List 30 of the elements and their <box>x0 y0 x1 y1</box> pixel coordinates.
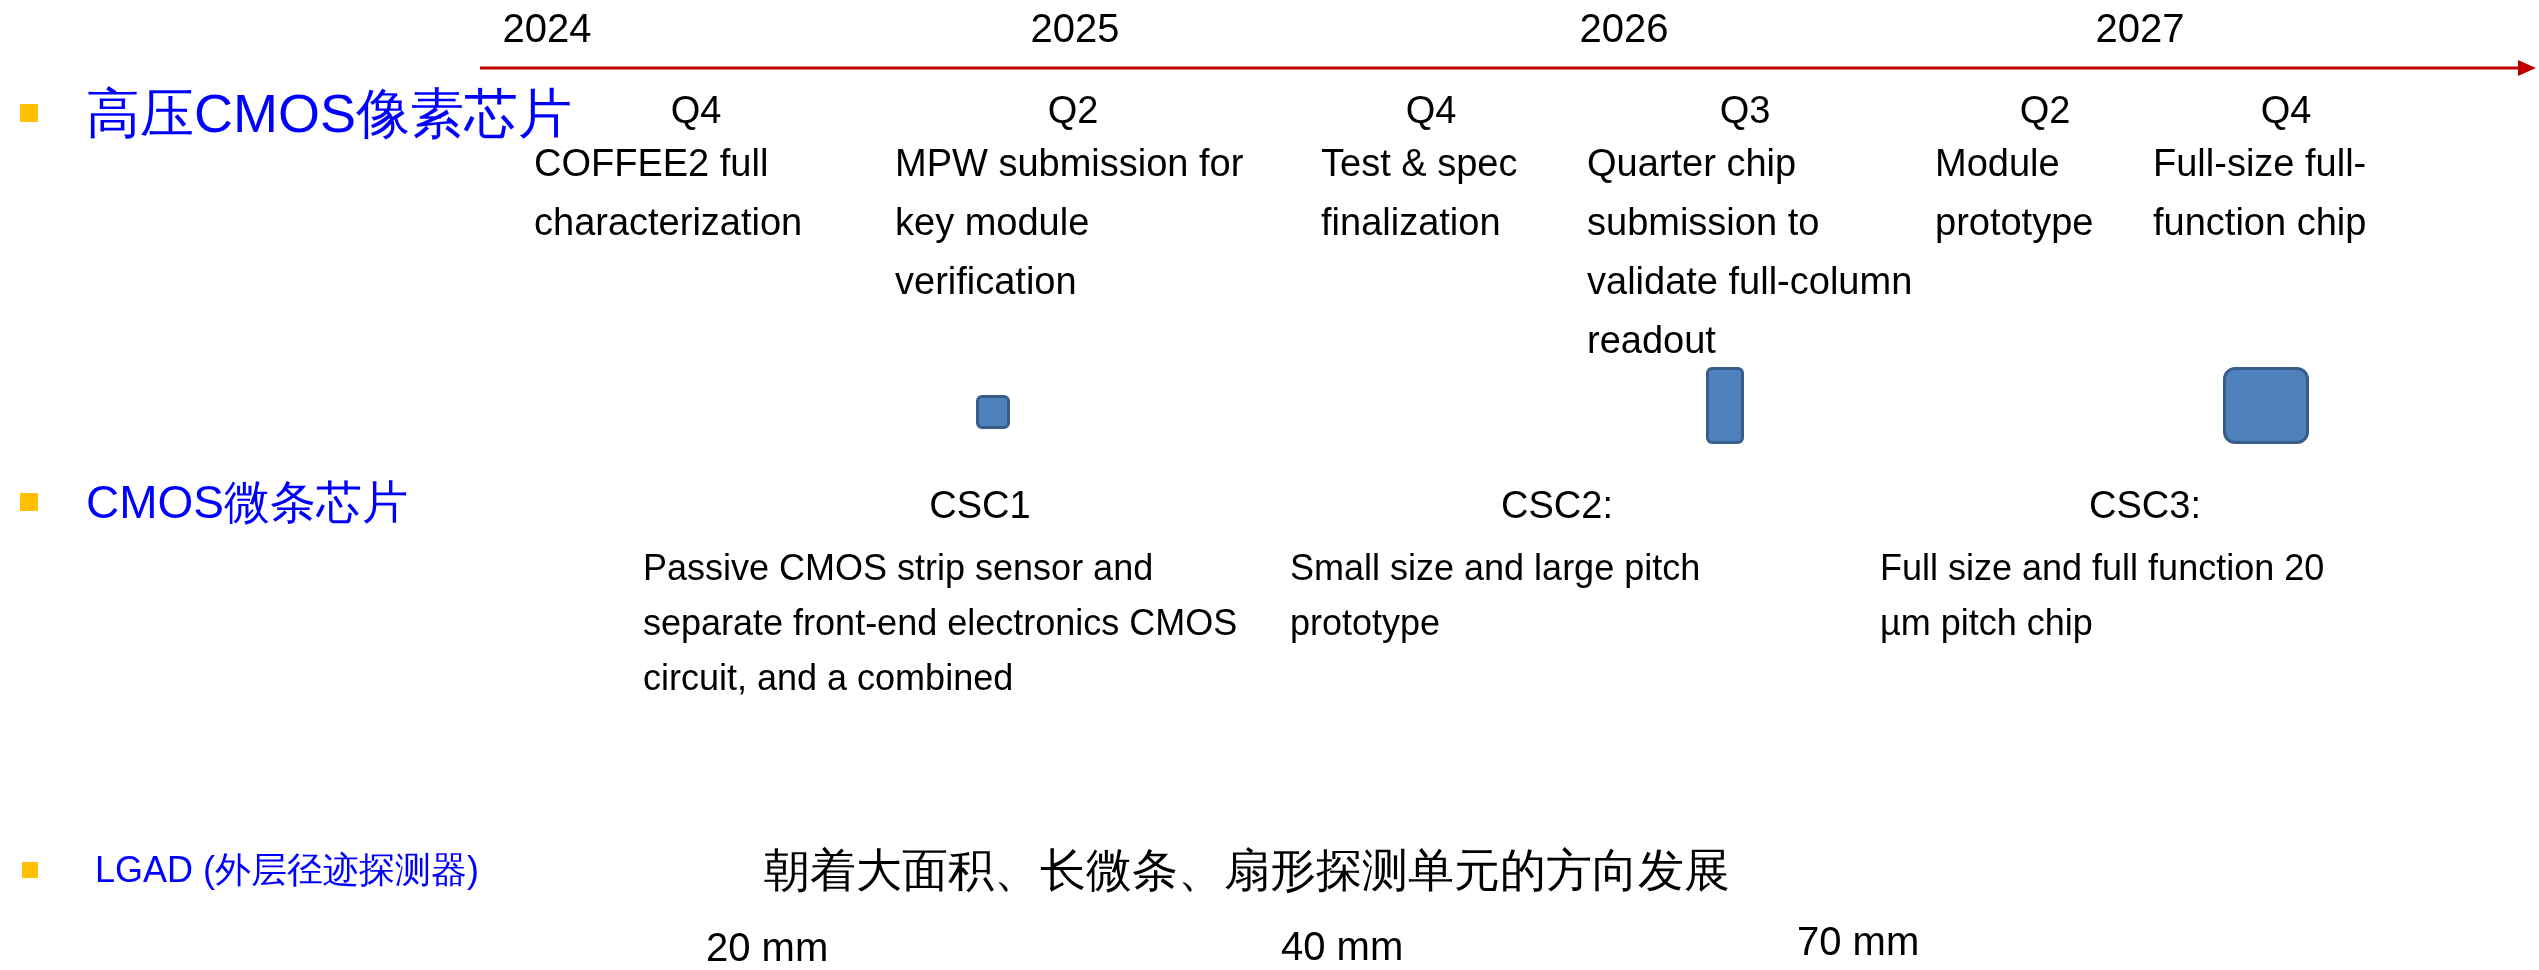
chip-block <box>976 395 1010 429</box>
milestone-text: MPW submission for key module verification <box>895 141 1245 304</box>
year-label: 2026 <box>1579 5 1669 52</box>
quarter-label: Q2 <box>1047 88 1099 133</box>
chip-block <box>1706 367 1744 444</box>
quarter-label: Q4 <box>2260 88 2312 133</box>
chip-block <box>2223 367 2309 444</box>
dimension-label: 20 mm <box>706 924 829 970</box>
dimension-label: 40 mm <box>1281 923 1404 970</box>
year-label: 2027 <box>2095 5 2185 52</box>
note-text: 朝着大面积、长微条、扇形探测单元的方向发展 <box>764 842 1730 898</box>
chip-version-label: CSC1 <box>929 483 1031 528</box>
year-label: 2024 <box>502 5 592 52</box>
milestone-text: Quarter chip submission to validate full-column readout <box>1587 141 1914 363</box>
chip-version-label: CSC2: <box>1501 483 1613 528</box>
year-label: 2025 <box>1030 5 1120 52</box>
quarter-label: Q4 <box>670 88 722 133</box>
quarter-label: Q4 <box>1405 88 1457 133</box>
dimension-label: 70 mm <box>1797 918 1920 965</box>
chip-version-label: CSC3: <box>2089 483 2201 528</box>
quarter-label: Q3 <box>1719 88 1771 133</box>
chip-description: Small size and large pitch prototype <box>1290 546 1702 645</box>
milestone-text: Module prototype <box>1935 141 2095 245</box>
row-heading: CMOS微条芯片 <box>86 475 408 530</box>
chip-description: Full size and full function 20 µm pitch chip <box>1880 546 2326 645</box>
quarter-label: Q2 <box>2019 88 2071 133</box>
chip-description: Passive CMOS strip sensor and separate front-end electronics CMOS circuit, and a combined <box>643 546 1239 700</box>
milestone-text: Test & spec finalization <box>1321 141 1519 245</box>
row-heading: LGAD (外层径迹探测器) <box>95 848 479 892</box>
milestone-text: Full-size full-function chip <box>2153 141 2368 245</box>
